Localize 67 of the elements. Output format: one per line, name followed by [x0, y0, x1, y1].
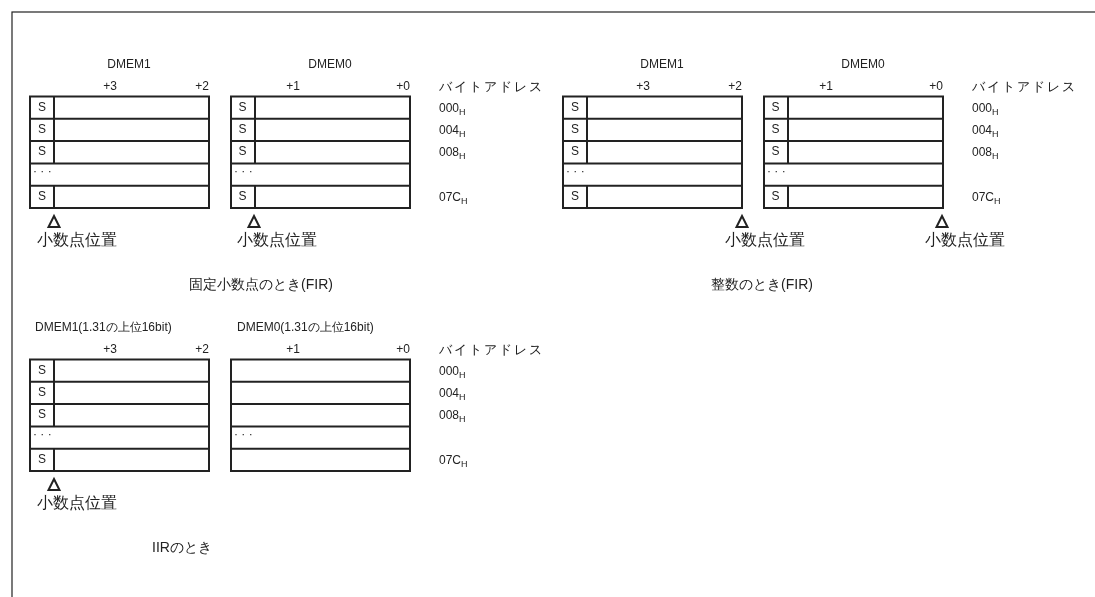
sign-bit: S: [38, 100, 46, 115]
column-heading: バイトアドレス: [439, 79, 544, 95]
caption: 整数のとき(FIR): [711, 275, 813, 293]
caption: 固定小数点のとき(FIR): [189, 275, 333, 293]
sign-bit: S: [571, 189, 579, 204]
ellipsis: · · ·: [33, 164, 52, 179]
sign-bit: S: [571, 123, 579, 137]
sign-bit: S: [238, 123, 247, 137]
column-heading: バイトアドレス: [972, 79, 1077, 95]
byte-offset: +3: [103, 80, 117, 94]
sign-bit: S: [38, 408, 46, 423]
memory-name: DMEM0: [841, 58, 885, 72]
sign-bit: S: [571, 145, 579, 160]
decimal-point-label: 小数点位置: [237, 230, 317, 250]
sign-bit: S: [771, 123, 780, 137]
memory-name: DMEM1(1.31の上位16bit): [35, 321, 172, 335]
decimal-point-label: 小数点位置: [725, 230, 805, 250]
address-label: 07C$_{H}$: [439, 190, 468, 205]
byte-offset: +2: [728, 80, 742, 94]
byte-offset: +3: [636, 80, 650, 94]
sign-bit: S: [38, 123, 46, 137]
ellipsis: · · ·: [767, 164, 786, 179]
sign-bit: S: [38, 145, 46, 160]
caption: IIRのとき: [152, 538, 212, 556]
ellipsis: · · ·: [566, 164, 585, 179]
address-label: 008$_{H}$: [439, 409, 466, 424]
sign-bit: S: [38, 189, 46, 204]
column-heading: バイトアドレス: [439, 342, 544, 358]
address-label: 008$_{H}$: [439, 146, 466, 161]
decimal-point-label: 小数点位置: [37, 230, 117, 250]
sign-bit: S: [571, 100, 579, 115]
sign-bit: S: [238, 100, 247, 115]
ellipsis: · · ·: [234, 164, 253, 179]
memory-name: DMEM0: [308, 58, 352, 72]
address-label: 000$_{H}$: [439, 101, 466, 116]
byte-offset: +3: [103, 343, 117, 357]
address-label: 008$_{H}$: [972, 146, 999, 161]
sign-bit: S: [771, 189, 780, 204]
address-label: 004$_{H}$: [972, 124, 999, 138]
ellipsis: · · ·: [234, 427, 253, 442]
sign-bit: S: [771, 100, 780, 115]
address-label: 07C$_{H}$: [972, 190, 1001, 205]
address-label: 004$_{H}$: [439, 387, 466, 401]
byte-offset: +0: [396, 80, 410, 94]
byte-offset: +0: [396, 343, 410, 357]
sign-bit: S: [38, 452, 46, 467]
address-label: 07C$_{H}$: [439, 453, 468, 468]
sign-bit: S: [771, 145, 780, 160]
decimal-point-label: 小数点位置: [925, 230, 1005, 250]
sign-bit: S: [238, 145, 247, 160]
byte-offset: +2: [195, 80, 209, 94]
ellipsis: · · ·: [33, 427, 52, 442]
memory-name: DMEM1: [107, 58, 151, 72]
sign-bit: S: [38, 363, 46, 378]
byte-offset: +2: [195, 343, 209, 357]
sign-bit: S: [38, 386, 46, 400]
address-label: 000$_{H}$: [972, 101, 999, 116]
address-label: 004$_{H}$: [439, 124, 466, 138]
byte-offset: +1: [286, 343, 300, 357]
memory-name: DMEM1: [640, 58, 684, 72]
address-label: 000$_{H}$: [439, 364, 466, 379]
memory-name: DMEM0(1.31の上位16bit): [237, 321, 374, 335]
byte-offset: +1: [819, 80, 833, 94]
decimal-point-label: 小数点位置: [37, 493, 117, 513]
sign-bit: S: [238, 189, 247, 204]
byte-offset: +0: [929, 80, 943, 94]
byte-offset: +1: [286, 80, 300, 94]
